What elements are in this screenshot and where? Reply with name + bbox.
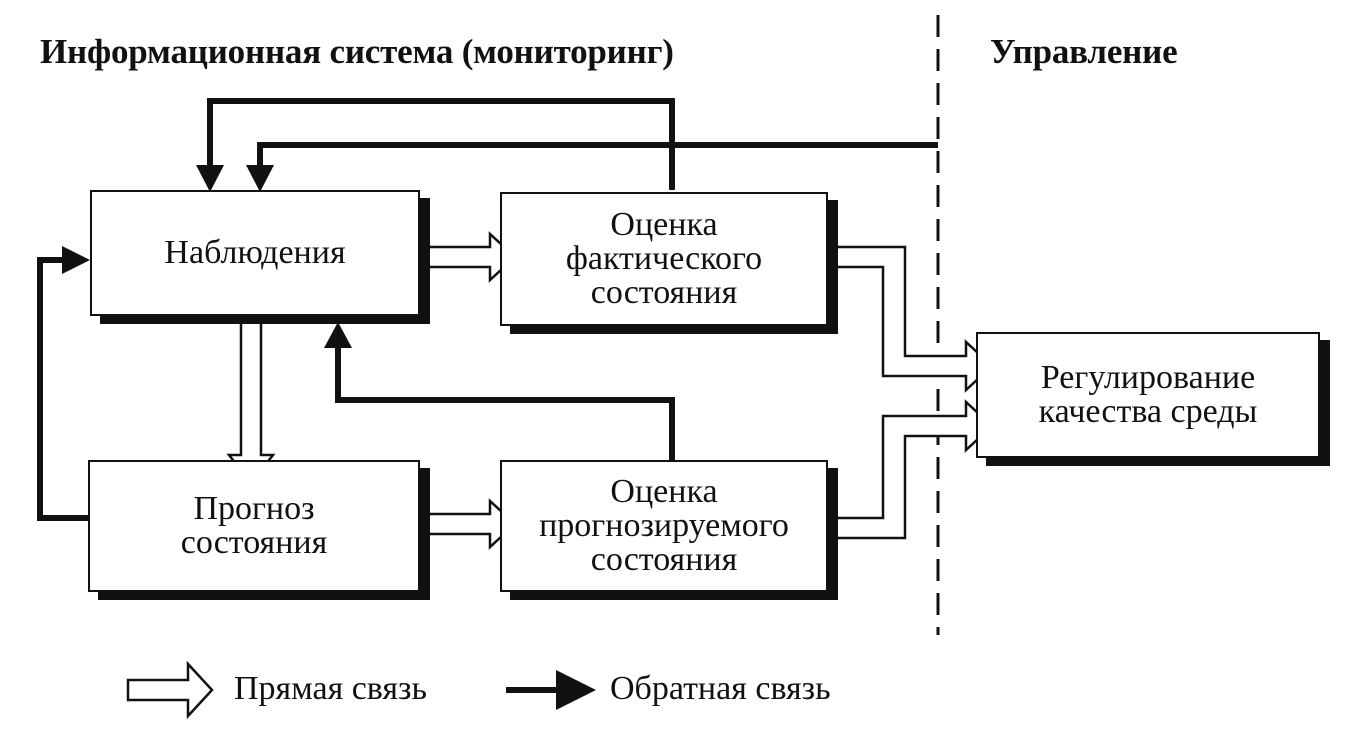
box-forecast-assessment-line-2: прогнозируемого xyxy=(539,507,789,544)
legend-direct-arrow-icon xyxy=(126,660,214,720)
box-actual-line-3: состояния xyxy=(590,274,738,311)
box-forecast-line-2: состояния xyxy=(180,524,328,561)
box-forecast-state-assessment: Оценка прогнозируемого состояния xyxy=(500,460,828,592)
legend-direct-label: Прямая связь xyxy=(234,670,427,707)
box-actual-state-assessment: Оценка фактического состояния xyxy=(500,192,828,326)
box-regulation-line-1: Регулирование xyxy=(1040,359,1256,396)
legend-feedback-label: Обратная связь xyxy=(610,670,831,707)
information-system-header: Информационная система (мониторинг) xyxy=(40,32,674,71)
box-actual-line-2: фактического xyxy=(565,240,763,277)
feedback-forecast-to-observations xyxy=(37,246,90,521)
box-regulation-line-2: качества среды xyxy=(1038,393,1258,430)
box-state-forecast: Прогноз состояния xyxy=(88,460,420,592)
direct-forecast-assessment-to-regulation xyxy=(823,399,994,540)
box-observations-line-1: Наблюдения xyxy=(164,234,346,271)
box-environment-regulation: Регулирование качества среды xyxy=(976,332,1320,458)
box-forecast-assessment-line-3: состояния xyxy=(590,541,738,578)
direct-actual-to-regulation xyxy=(823,245,994,393)
box-forecast-assessment-line-1: Оценка xyxy=(610,473,718,510)
box-forecast-line-1: Прогноз xyxy=(193,490,315,527)
control-header: Управление xyxy=(990,32,1178,71)
legend-feedback-arrow-icon xyxy=(506,670,596,710)
box-observations: Наблюдения xyxy=(90,190,420,316)
box-actual-line-1: Оценка xyxy=(610,206,718,243)
direct-observations-to-forecast xyxy=(226,311,276,486)
feedback-control-to-observations xyxy=(246,142,938,192)
feedback-forecast-assessment-to-observations xyxy=(324,322,675,460)
